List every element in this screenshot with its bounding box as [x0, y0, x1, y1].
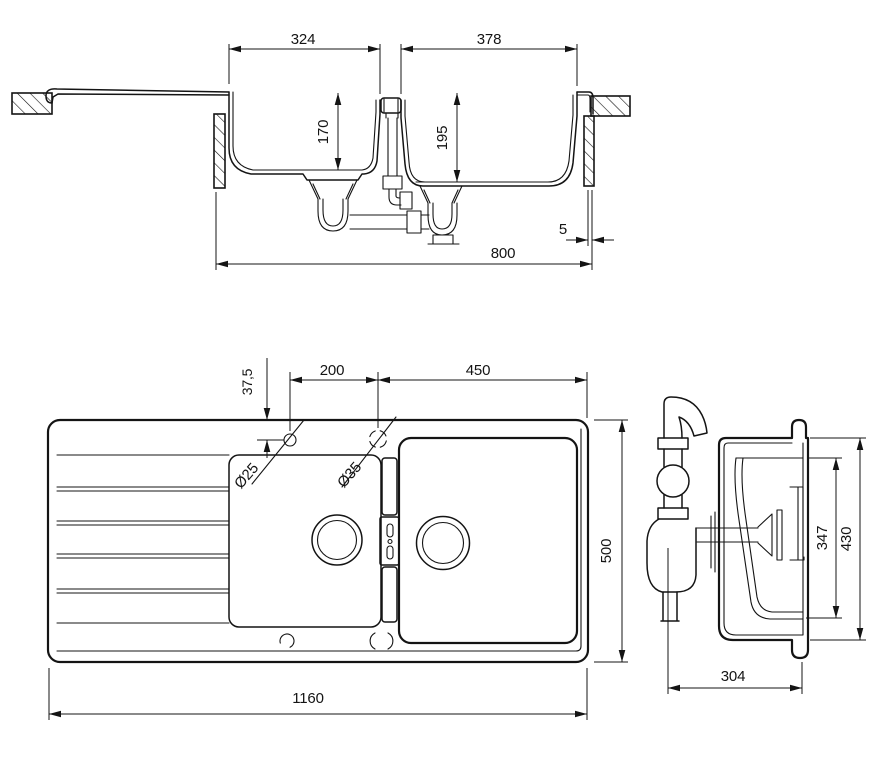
waste-ball-joint	[656, 464, 690, 498]
left-trap-ubend-inner	[322, 198, 344, 227]
drainboard-grooves	[56, 454, 230, 624]
overflow-pipe	[387, 117, 398, 177]
divider-slot-top	[386, 523, 394, 538]
divider-mid-bar	[379, 516, 400, 566]
tap-hole-25	[283, 433, 297, 447]
waste-nut-upper	[657, 437, 689, 450]
dim-430-label: 430	[838, 527, 855, 551]
section-view: 324 378 170 195 800 5	[11, 31, 631, 270]
dim-324-label: 324	[291, 31, 315, 48]
right-drain-outer	[415, 515, 471, 571]
divider-slot-bottom	[386, 545, 394, 560]
right-trap-funnel	[415, 181, 467, 204]
dim-170-label: 170	[315, 120, 332, 144]
waste-elbow	[663, 396, 708, 439]
overflow-coupling	[382, 175, 403, 190]
right-bowl-inner	[404, 94, 574, 183]
dim-375-label: 37,5	[239, 368, 255, 395]
overflow-elbow	[388, 188, 402, 206]
trap-link-pipe	[349, 214, 408, 230]
side-outer-shell	[717, 418, 810, 660]
ext-lines-304	[667, 548, 803, 694]
countertop-right-section	[590, 95, 631, 117]
divider-cap	[380, 97, 402, 114]
trap-tail	[660, 591, 680, 622]
dim-1160-label: 1160	[292, 690, 323, 707]
right-trap-ubend-inner	[432, 202, 453, 230]
side-view: 347 430 304	[646, 396, 866, 694]
right-drain-inner	[421, 521, 465, 565]
divider-bottom-bar	[381, 566, 398, 623]
sink-outline	[46, 418, 590, 664]
drain-shaft	[696, 527, 759, 543]
ext-lines-430	[810, 437, 866, 641]
dim-500-label: 500	[598, 539, 615, 563]
leader-25	[251, 419, 305, 485]
cabinet-wall-right	[583, 115, 595, 187]
left-bowl-plan	[228, 454, 382, 628]
overflow-channel	[789, 486, 805, 561]
left-drain-inner	[316, 519, 358, 561]
overflow-tee	[399, 191, 413, 210]
divider-cap-detail	[383, 98, 399, 119]
leader-35	[341, 416, 397, 488]
sink-inner-edge	[56, 428, 582, 652]
divider-pin	[387, 538, 393, 545]
side-inner-shell	[723, 442, 804, 636]
side-bowl-wall-b	[741, 457, 804, 613]
dim-347-label: 347	[814, 526, 831, 550]
link-pipe-nut	[406, 210, 422, 234]
side-bowl-wall-a	[734, 457, 804, 620]
dim-800-label: 800	[491, 245, 515, 262]
trap-body	[646, 518, 697, 593]
dim-450-label: 450	[466, 362, 490, 379]
right-trap-outlet	[432, 234, 454, 245]
wall-fitting-plate	[710, 511, 716, 573]
right-bowl-plan	[397, 436, 579, 645]
dim-304-label: 304	[721, 668, 745, 685]
knockout-mark-left	[279, 633, 295, 649]
left-bowl-inner	[232, 91, 377, 171]
right-bowl-outer	[400, 91, 578, 187]
ext-lines-top	[228, 44, 578, 94]
dim-200-label: 200	[320, 362, 344, 379]
rim-right-outer	[576, 91, 594, 115]
tap-hole-35-knockout	[368, 429, 388, 449]
divider-top-bar	[381, 457, 398, 516]
ext-lines-plan-top	[289, 372, 588, 431]
drain-flange	[757, 509, 783, 561]
left-trap-ubend-outer	[317, 198, 349, 232]
left-trap-funnel	[308, 179, 358, 200]
waste-nut-lower	[657, 507, 689, 520]
rim-right-inner	[576, 94, 591, 113]
plan-view: Ø25 Ø35 37,5 200 450 500 1160	[46, 358, 628, 720]
right-trap-ubend-outer	[427, 202, 458, 236]
left-bowl-outer	[228, 91, 381, 181]
dim-5-label: 5	[559, 221, 567, 238]
dim-195-label: 195	[434, 126, 451, 150]
dim-378-label: 378	[477, 31, 501, 48]
ext-lines-bottom	[215, 190, 593, 270]
cabinet-wall-left	[213, 113, 226, 189]
dia-25-label: Ø25	[231, 460, 262, 492]
left-drain-outer	[311, 514, 363, 566]
waste-pipe	[663, 448, 683, 509]
drainboard-profile	[45, 88, 230, 104]
knockout-mark-right	[369, 632, 394, 650]
